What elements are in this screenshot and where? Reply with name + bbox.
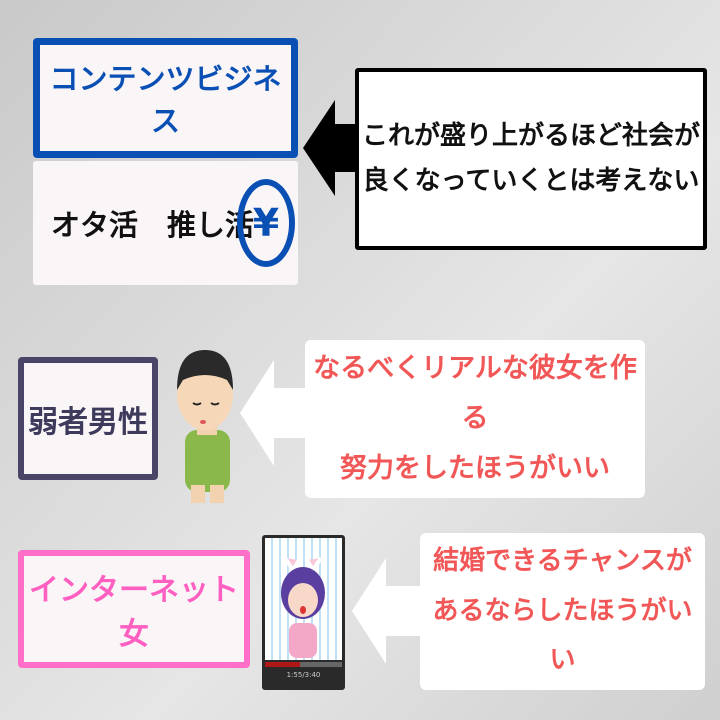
internet-women-label: インターネット女 — [29, 573, 239, 652]
white-arrow-left-icon — [240, 360, 308, 466]
activities-label: オタ活 推し活 — [51, 208, 255, 242]
advice-women-line-1: 結婚できるチャンスが — [433, 546, 692, 577]
man-illustration-icon — [177, 350, 233, 503]
advice-men-box: なるべくリアルな彼女を作る努力をしたほうがいい — [305, 340, 645, 498]
video-progress-bar[interactable] — [265, 662, 342, 667]
advice-women-line-2: あるならしたほうがいい — [432, 595, 693, 676]
vtuber-character-image — [265, 538, 342, 660]
advice-women-box: 結婚できるチャンスがあるならしたほうがいい — [420, 533, 705, 690]
content-business-label: コンテンツビジネス — [49, 62, 282, 138]
claim-box: これが盛り上がるほど社会が良くなっていくとは考えない — [355, 68, 707, 250]
video-thumbnail[interactable]: 1:55/3:40 — [262, 535, 345, 690]
claim-line-1: これが盛り上がるほど社会が — [361, 120, 700, 151]
black-arrow-left-icon — [303, 100, 359, 196]
weak-men-label: 弱者男性 — [28, 404, 148, 440]
internet-women-box: インターネット女 — [18, 550, 250, 668]
video-time: 1:55/3:40 — [286, 671, 321, 679]
yen-icon: ¥ — [237, 179, 295, 267]
otaku-activities-box: オタ活 推し活 ¥ — [33, 161, 298, 285]
content-business-box: コンテンツビジネス — [33, 38, 298, 158]
white-arrow-left-icon — [352, 558, 422, 664]
claim-line-2: 良くなっていくとは考えない — [362, 166, 700, 196]
advice-men-line-1: なるべくリアルな彼女を作る — [313, 353, 637, 435]
advice-men-line-2: 努力をしたほうがいい — [340, 452, 610, 484]
video-progress-fill — [265, 662, 300, 667]
weak-men-box: 弱者男性 — [18, 357, 158, 480]
